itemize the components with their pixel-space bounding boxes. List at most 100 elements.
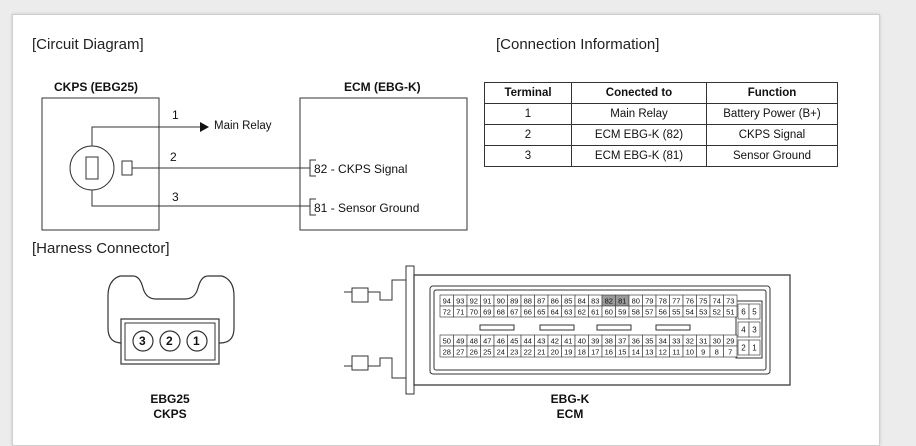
table-cell: 2: [484, 124, 572, 146]
ecm-pin-number: 76: [686, 297, 694, 306]
ecm-pin-81-bracket: [309, 198, 316, 216]
ecm-pin-number: 73: [726, 297, 734, 306]
ckps-caption-code: EBG25: [150, 392, 190, 406]
ecm-pin-number: 74: [713, 297, 721, 306]
connection-info-heading: [Connection Information]: [496, 36, 660, 53]
main-relay-label: Main Relay: [214, 120, 272, 132]
ecm-pin-number: 19: [564, 348, 572, 357]
header-function: Function: [706, 82, 838, 104]
ecm-pin-number: 64: [551, 308, 559, 317]
table-cell: 1: [484, 103, 572, 125]
table-row: 2 ECM EBG-K (82) CKPS Signal: [484, 124, 838, 146]
ecm-pin-number: 77: [672, 297, 680, 306]
ckps-connector-pin-3: 3: [139, 334, 146, 348]
ecm-pin-number: 30: [713, 337, 721, 346]
table-cell: ECM EBG-K (81): [571, 145, 707, 167]
ecm-pin-number: 18: [578, 348, 586, 357]
ecm-pin-82-text: - CKPS Signal: [327, 162, 408, 176]
ecm-pin-number: 58: [632, 308, 640, 317]
ecm-pin-number: 70: [470, 308, 478, 317]
header-terminal: Terminal: [484, 82, 572, 104]
ecm-pin-cell: [723, 345, 738, 358]
ecm-side-pin-number: 1: [752, 344, 757, 353]
ecm-pin-number: 72: [443, 308, 451, 317]
ecm-side-pin-cell: [748, 339, 761, 356]
ecm-pin-number: 37: [618, 337, 626, 346]
ecm-pin-number: 11: [672, 348, 680, 357]
ecm-pin-82-bracket: [309, 159, 316, 177]
ecm-pin-number: 32: [686, 337, 694, 346]
ecm-pin-number: 29: [726, 337, 734, 346]
ecm-pin-81-number: 81: [314, 201, 328, 215]
ecm-pin-number: 35: [645, 337, 653, 346]
ecm-pin-number: 65: [537, 308, 545, 317]
ecm-caption-name: ECM: [556, 407, 584, 421]
ecm-pin-number: 16: [605, 348, 613, 357]
ecm-pin-number: 28: [443, 348, 451, 357]
ecm-pin-number: 60: [605, 308, 613, 317]
ecm-pin-number: 55: [672, 308, 680, 317]
ecm-pin-number: 47: [483, 337, 491, 346]
ecm-pin-number: 45: [510, 337, 518, 346]
ckps-harness-connector: [107, 275, 235, 365]
table-cell: Battery Power (B+): [706, 103, 838, 125]
ecm-side-pin-cell: [748, 321, 761, 338]
ecm-pin-number: 93: [456, 297, 464, 306]
ecm-pin-number: 10: [686, 348, 694, 357]
ecm-pin-number: 42: [551, 337, 559, 346]
ecm-pin-number: 71: [456, 308, 464, 317]
ecm-side-pin-cell: [748, 303, 761, 320]
sensor-core-icon: [85, 156, 99, 180]
harness-connector-heading: [Harness Connector]: [32, 240, 170, 257]
ecm-pin-number: 91: [483, 297, 491, 306]
wire-1: [91, 126, 200, 146]
ecm-pin-number: 57: [645, 308, 653, 317]
circuit-diagram-heading: [Circuit Diagram]: [32, 36, 144, 53]
ecm-side-pin-number: 4: [741, 326, 746, 335]
table-cell: Main Relay: [571, 103, 707, 125]
ecm-pin-number: 87: [537, 297, 545, 306]
ecm-pin-number: 41: [564, 337, 572, 346]
ecm-caption-code: EBG-K: [550, 392, 590, 406]
ecm-pin-number: 43: [537, 337, 545, 346]
ecm-pin-number: 62: [578, 308, 586, 317]
ecm-pin-number: 25: [483, 348, 491, 357]
ecm-pin-number: 38: [605, 337, 613, 346]
ckps-connector-pin-2: 2: [166, 334, 173, 348]
ecm-pin-number: 22: [524, 348, 532, 357]
pin-2-label: 2: [170, 150, 177, 164]
pin-1-label: 1: [172, 108, 179, 122]
ecm-pin-number: 33: [672, 337, 680, 346]
ecm-pin-number: 39: [591, 337, 599, 346]
ecm-pin-number: 69: [483, 308, 491, 317]
ecm-pin-number: 94: [443, 297, 451, 306]
ecm-pin-number: 59: [618, 308, 626, 317]
table-cell: 3: [484, 145, 572, 167]
ecm-pin-number: 79: [645, 297, 653, 306]
ecm-pin-number: 31: [699, 337, 707, 346]
ckps-connector-pin-1: 1: [193, 334, 200, 348]
ecm-pin-number: 68: [497, 308, 505, 317]
ecm-pin-number: 40: [578, 337, 586, 346]
ecm-pin-number: 46: [497, 337, 505, 346]
ecm-pin-number: 14: [632, 348, 640, 357]
ecm-pin-number: 86: [551, 297, 559, 306]
ecm-pin-number: 63: [564, 308, 572, 317]
ckps-title: CKPS (EBG25): [54, 80, 139, 94]
ecm-pin-number: 67: [510, 308, 518, 317]
ecm-pin-number: 9: [701, 348, 705, 357]
ecm-pin-81-text: - Sensor Ground: [327, 201, 420, 215]
ecm-pin-number: 48: [470, 337, 478, 346]
ecm-pin-number: 49: [456, 337, 464, 346]
ecm-pin-cell: [723, 305, 738, 318]
ecm-pin-number: 78: [659, 297, 667, 306]
ecm-pin-number: 15: [618, 348, 626, 357]
ecm-pin-number: 13: [645, 348, 653, 357]
ecm-pin-number: 21: [537, 348, 545, 357]
ecm-pin-number: 80: [632, 297, 640, 306]
ecm-box: [299, 97, 468, 231]
pin-3-label: 3: [172, 190, 179, 204]
ecm-pin-number: 7: [728, 348, 732, 357]
